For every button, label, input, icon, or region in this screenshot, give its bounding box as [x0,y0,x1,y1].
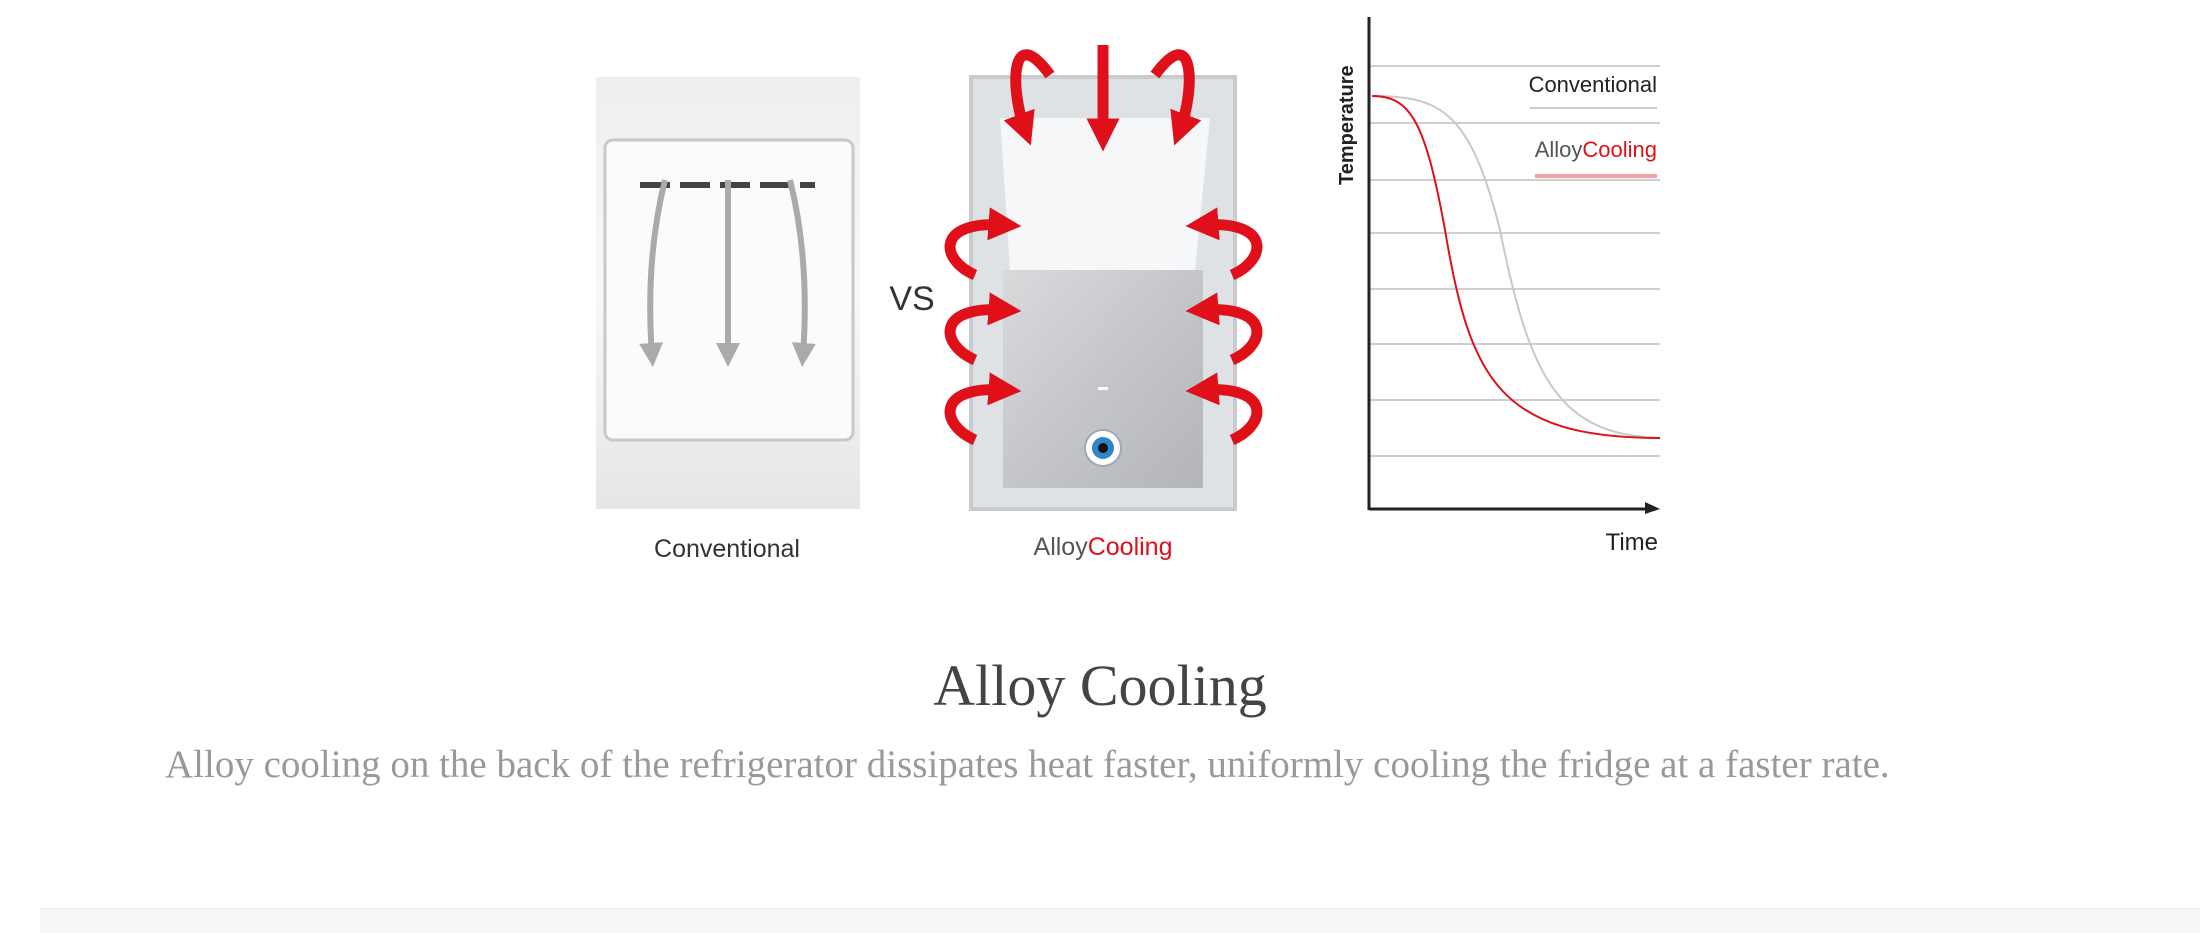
footer-band [40,908,2200,933]
y-axis-label: Temperature [1336,65,1358,185]
vs-label: VS [889,280,934,318]
x-axis-label: Time [1606,529,1658,556]
gridlines [1370,65,1660,457]
alloy-cooling-fridge-illustration [944,45,1263,511]
conventional-caption: Conventional [654,535,800,563]
legend-alloy-cooling: AlloyCooling [1535,137,1657,162]
alloy-caption-part2: Cooling [1088,533,1173,561]
alloy-cooling-caption: AlloyCooling [1034,533,1173,561]
section-description: Alloy cooling on the back of the refrige… [165,743,1890,786]
alloy-caption-part1: Alloy [1034,533,1089,561]
alloy-cooling-curve [1371,95,1661,439]
legend-conventional: Conventional [1529,72,1657,97]
section-title: Alloy Cooling [933,653,1267,718]
x-axis-arrow-icon [1645,502,1660,514]
conventional-curve [1371,95,1661,439]
alloy-cooling-comparison-image: Conventional VS AlloyCooling [596,17,1661,563]
conventional-fridge-illustration [596,77,860,509]
temperature-time-graph: Temperature Time Conventional AlloyCooli… [1336,17,1661,556]
